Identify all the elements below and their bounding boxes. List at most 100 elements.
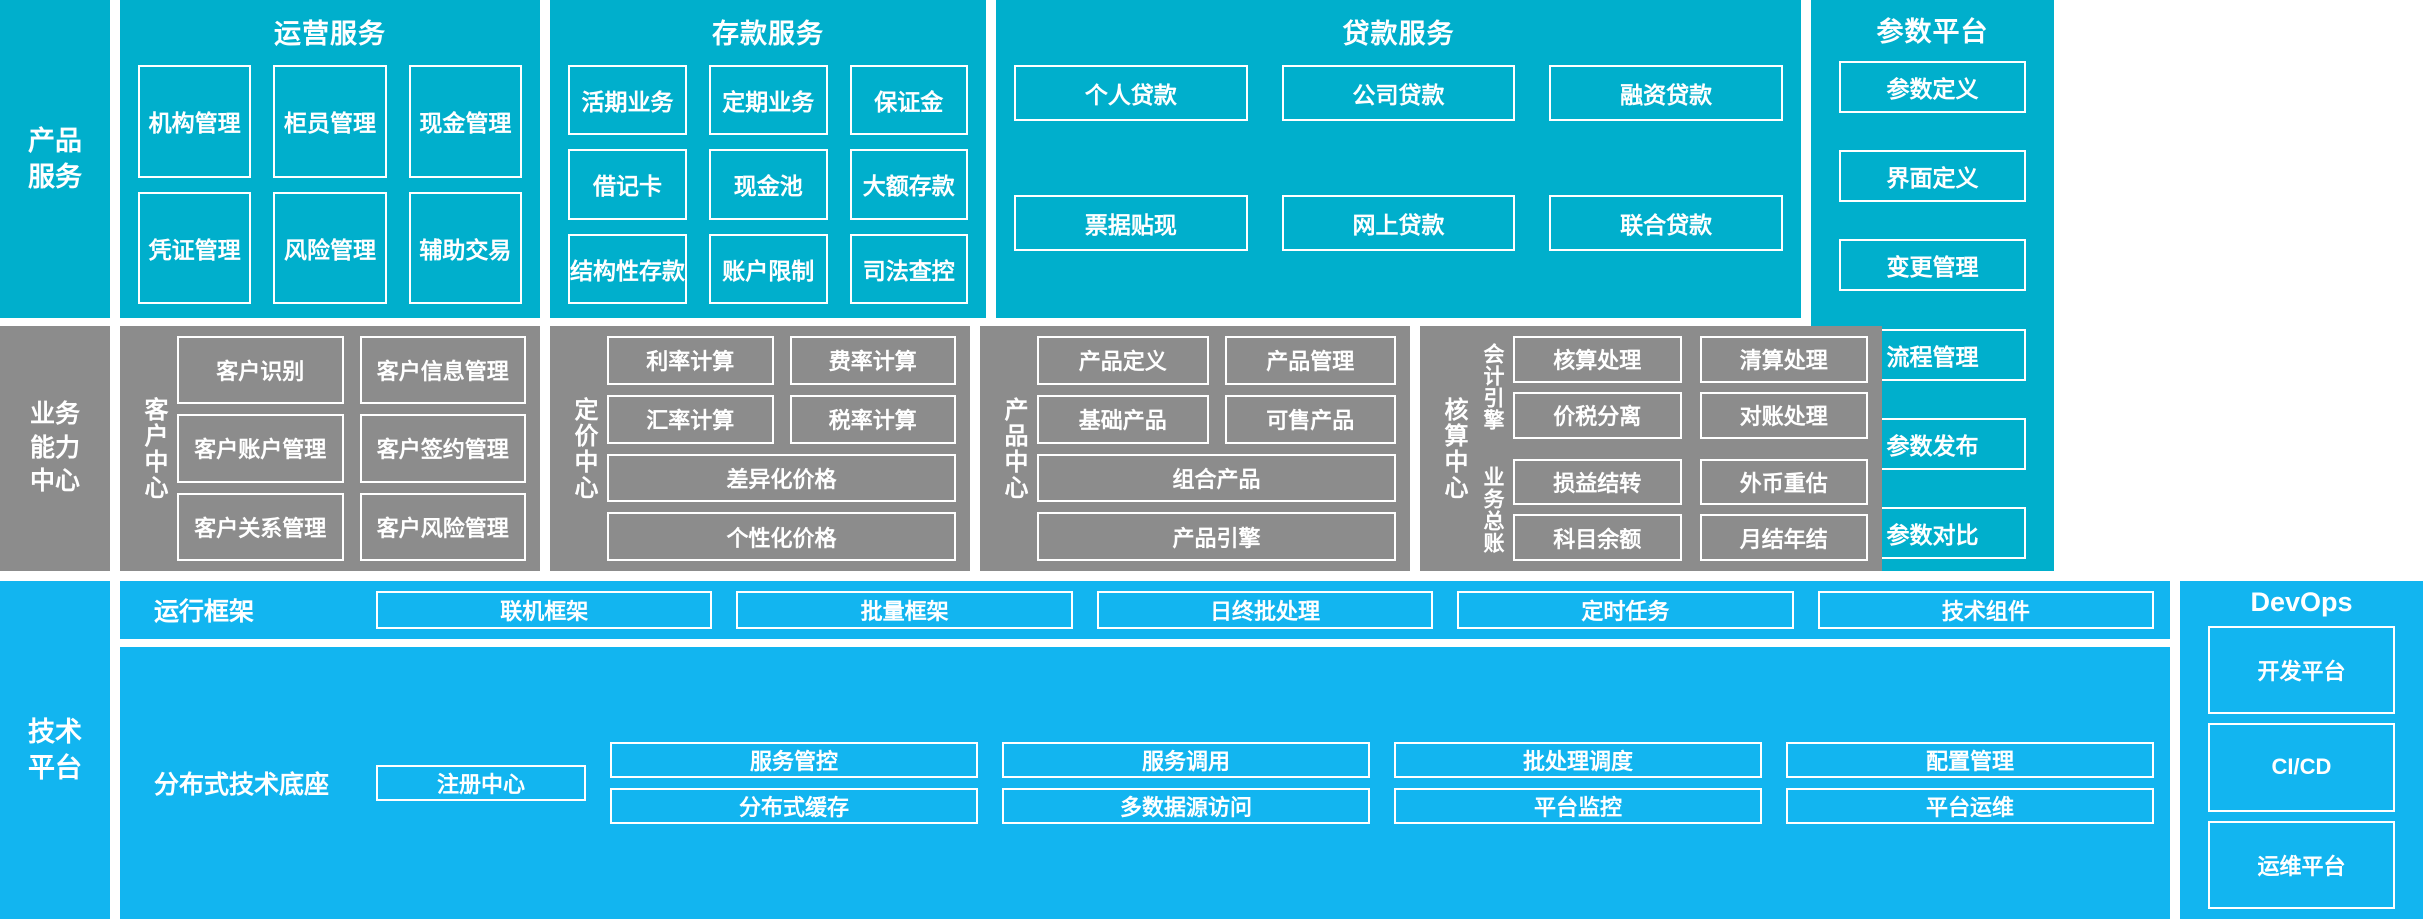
tech-tile[interactable]: 多数据源访问 <box>1002 788 1370 824</box>
service-tile[interactable]: 风险管理 <box>273 191 387 304</box>
parameter-platform-stack: 参数定义 界面定义 变更管理 流程管理 参数发布 参数对比 <box>1839 61 2026 559</box>
service-group-loan-grid: 个人贷款 公司贷款 融资贷款 票据贴现 网上贷款 联合贷款 <box>1014 65 1783 304</box>
service-tile[interactable]: 活期业务 <box>568 65 687 136</box>
center-row: 利率计算 费率计算 <box>607 336 956 385</box>
center-row: 差异化价格 <box>607 453 956 503</box>
center-pricing-body: 利率计算 费率计算 汇率计算 税率计算 差异化价格 个性化价格 <box>607 336 956 561</box>
accounting-subgroup-ledger-label: 业务总账 <box>1481 465 1504 554</box>
tech-tile[interactable]: 配置管理 <box>1786 742 2154 778</box>
capability-tile[interactable]: 客户关系管理 <box>177 492 344 561</box>
capability-tile[interactable]: 客户账户管理 <box>177 414 344 483</box>
service-group-deposit: 存款服务 活期业务 定期业务 保证金 借记卡 现金池 大额存款 结构性存款 账户… <box>550 0 986 318</box>
service-tile[interactable]: 凭证管理 <box>138 191 252 304</box>
tech-tile[interactable]: 联机框架 <box>376 591 713 629</box>
center-customer-label: 客户中心 <box>140 396 167 501</box>
parameter-platform-item[interactable]: 参数定义 <box>1839 61 2026 113</box>
capability-tile[interactable]: 税率计算 <box>789 394 956 444</box>
devops-stack: 开发平台 CI/CD 运维平台 <box>2208 626 2395 909</box>
capability-tile[interactable]: 基础产品 <box>1037 394 1209 444</box>
service-group-deposit-grid: 活期业务 定期业务 保证金 借记卡 现金池 大额存款 结构性存款 账户限制 司法… <box>568 65 968 304</box>
tech-band-runtime-items: 联机框架 批量框架 日终批处理 定时任务 技术组件 <box>376 591 2155 629</box>
capability-tile[interactable]: 产品管理 <box>1224 336 1396 385</box>
capability-tile[interactable]: 产品引擎 <box>1037 512 1396 561</box>
service-tile[interactable]: 融资贷款 <box>1549 65 1783 121</box>
center-row: 汇率计算 税率计算 <box>607 394 956 444</box>
tech-band-foundation: 分布式技术底座 注册中心 服务管控 分布式缓存 服务调用 多数据源访问 批处理调… <box>120 647 2170 919</box>
service-tile[interactable]: 辅助交易 <box>408 191 522 304</box>
tech-band-foundation-label: 分布式技术底座 <box>154 771 330 799</box>
service-tile[interactable]: 借记卡 <box>568 149 687 220</box>
parameter-platform-item[interactable]: 界面定义 <box>1839 150 2026 203</box>
capability-tile[interactable]: 清算处理 <box>1699 336 1868 383</box>
tech-tile[interactable]: 定时任务 <box>1457 591 1794 629</box>
capability-tile[interactable]: 月结年结 <box>1699 514 1868 561</box>
capability-tile[interactable]: 利率计算 <box>607 336 774 385</box>
devops-item[interactable]: 开发平台 <box>2208 626 2395 715</box>
capability-tile[interactable]: 客户风险管理 <box>359 492 526 561</box>
devops-item[interactable]: 运维平台 <box>2208 820 2395 909</box>
service-tile[interactable]: 定期业务 <box>709 65 828 136</box>
capability-tile[interactable]: 科目余额 <box>1513 514 1682 561</box>
center-row: 组合产品 <box>1037 453 1396 503</box>
tech-tile[interactable]: 日终批处理 <box>1096 591 1434 629</box>
tech-tile[interactable]: 技术组件 <box>1817 591 2155 629</box>
tech-tile[interactable]: 批处理调度 <box>1394 742 1762 778</box>
parameter-platform-item[interactable]: 变更管理 <box>1839 239 2026 292</box>
service-tile[interactable]: 大额存款 <box>849 149 968 220</box>
tech-tile[interactable]: 服务管控 <box>610 742 978 778</box>
capability-tile[interactable]: 差异化价格 <box>607 453 956 503</box>
tech-tile[interactable]: 服务调用 <box>1002 742 1370 778</box>
service-tile[interactable]: 票据贴现 <box>1014 194 1248 251</box>
service-tile[interactable]: 机构管理 <box>138 65 252 178</box>
capability-tile[interactable]: 损益结转 <box>1513 458 1682 506</box>
capability-tile[interactable]: 客户信息管理 <box>359 336 526 405</box>
center-accounting-body: 会计引擎 核算处理 清算处理 价税分离 对账处理 业务总账 损益结转 外币重估 … <box>1477 336 1868 561</box>
layer-label-product-service: 产品 服务 <box>0 0 110 318</box>
tech-tile[interactable]: 平台运维 <box>1786 788 2154 824</box>
center-row: 客户账户管理 客户签约管理 <box>177 414 526 483</box>
capability-tile[interactable]: 组合产品 <box>1037 453 1396 503</box>
service-group-loan-title: 贷款服务 <box>1342 19 1455 49</box>
capability-tile[interactable]: 外币重估 <box>1699 458 1868 506</box>
service-tile[interactable]: 个人贷款 <box>1014 65 1248 121</box>
service-tile[interactable]: 账户限制 <box>709 233 828 304</box>
service-tile[interactable]: 现金管理 <box>408 65 522 178</box>
layer-label-business-capability-text: 业务 能力 中心 <box>29 399 80 496</box>
devops-panel: DevOps 开发平台 CI/CD 运维平台 <box>2180 581 2423 919</box>
service-tile[interactable]: 网上贷款 <box>1281 194 1516 251</box>
tech-tile[interactable]: 平台监控 <box>1394 788 1762 824</box>
capability-tile[interactable]: 个性化价格 <box>607 512 956 561</box>
tech-tile[interactable]: 注册中心 <box>376 765 586 801</box>
center-accounting: 核算中心 会计引擎 核算处理 清算处理 价税分离 对账处理 业务总账 损益结转 <box>1420 326 1882 571</box>
capability-tile[interactable]: 价税分离 <box>1513 391 1682 439</box>
service-group-operations: 运营服务 机构管理 柜员管理 现金管理 凭证管理 风险管理 辅助交易 <box>120 0 540 318</box>
product-service-layer: 产品 服务 运营服务 机构管理 柜员管理 现金管理 凭证管理 风险管理 辅助交易… <box>0 0 2423 571</box>
service-tile[interactable]: 现金池 <box>709 149 828 220</box>
service-tile[interactable]: 联合贷款 <box>1549 194 1783 251</box>
capability-tile[interactable]: 产品定义 <box>1037 336 1209 385</box>
tech-platform-main: 运行框架 联机框架 批量框架 日终批处理 定时任务 技术组件 分布式技术底座 注… <box>120 581 2170 919</box>
accounting-subgroup-engine-grid: 核算处理 清算处理 价税分离 对账处理 <box>1513 336 1868 439</box>
service-group-operations-grid: 机构管理 柜员管理 现金管理 凭证管理 风险管理 辅助交易 <box>138 65 522 304</box>
service-tile[interactable]: 结构性存款 <box>568 233 687 304</box>
accounting-subgroup-engine-label: 会计引擎 <box>1481 343 1504 432</box>
devops-item[interactable]: CI/CD <box>2208 723 2395 812</box>
devops-title: DevOps <box>2250 587 2353 617</box>
service-tile[interactable]: 司法查控 <box>849 233 968 304</box>
tech-tile[interactable]: 批量框架 <box>736 591 1073 629</box>
capability-tile[interactable]: 可售产品 <box>1224 394 1396 444</box>
tech-band-runtime: 运行框架 联机框架 批量框架 日终批处理 定时任务 技术组件 <box>120 581 2170 639</box>
service-tile[interactable]: 保证金 <box>849 65 968 136</box>
capability-tile[interactable]: 客户签约管理 <box>359 414 526 483</box>
tech-tile[interactable]: 分布式缓存 <box>610 788 978 824</box>
capability-tile[interactable]: 汇率计算 <box>607 394 774 444</box>
service-tile[interactable]: 公司贷款 <box>1281 65 1516 121</box>
tech-band-runtime-label: 运行框架 <box>154 598 255 626</box>
service-tile[interactable]: 柜员管理 <box>273 65 387 178</box>
capability-tile[interactable]: 核算处理 <box>1513 336 1682 383</box>
center-row: 基础产品 可售产品 <box>1037 394 1396 444</box>
capability-tile[interactable]: 客户识别 <box>177 336 344 405</box>
capability-tile[interactable]: 费率计算 <box>789 336 956 385</box>
layer-label-tech-platform: 技术 平台 <box>0 581 110 919</box>
capability-tile[interactable]: 对账处理 <box>1699 391 1868 439</box>
